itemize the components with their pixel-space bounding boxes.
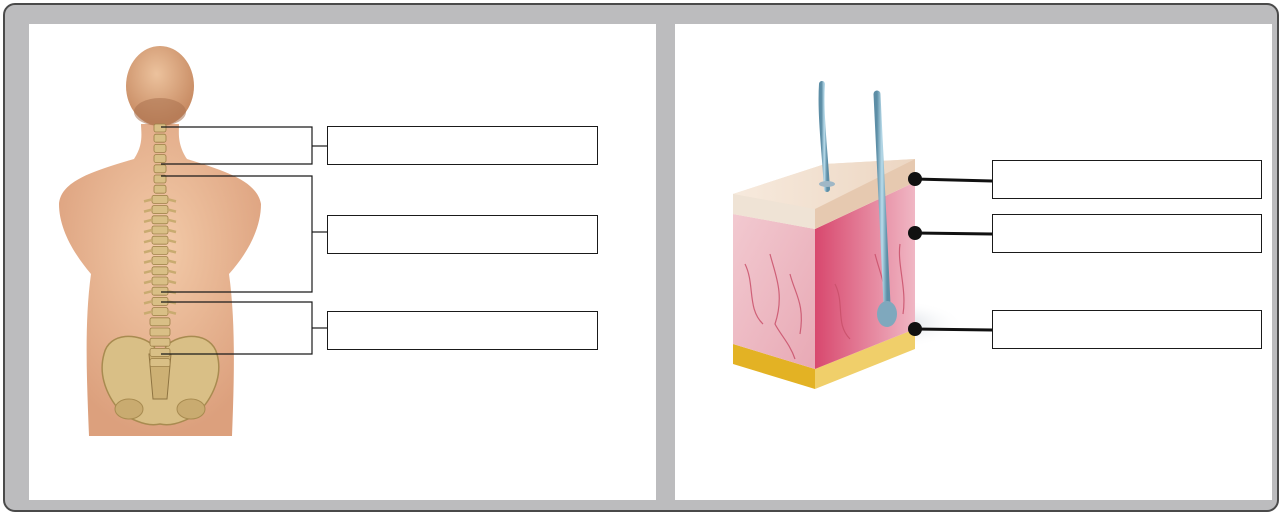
label-box-thoracic[interactable] — [327, 215, 598, 254]
spine-panel — [29, 24, 656, 500]
worksheet-frame — [3, 3, 1279, 512]
skin-panel — [675, 24, 1272, 500]
skin-illustration — [675, 24, 1272, 500]
label-box-dermis[interactable] — [992, 214, 1262, 253]
label-box-epidermis[interactable] — [992, 160, 1262, 199]
spine-illustration — [29, 24, 656, 500]
label-box-lumbar[interactable] — [327, 311, 598, 350]
label-box-cervical[interactable] — [327, 126, 598, 165]
label-box-hypodermis[interactable] — [992, 310, 1262, 349]
